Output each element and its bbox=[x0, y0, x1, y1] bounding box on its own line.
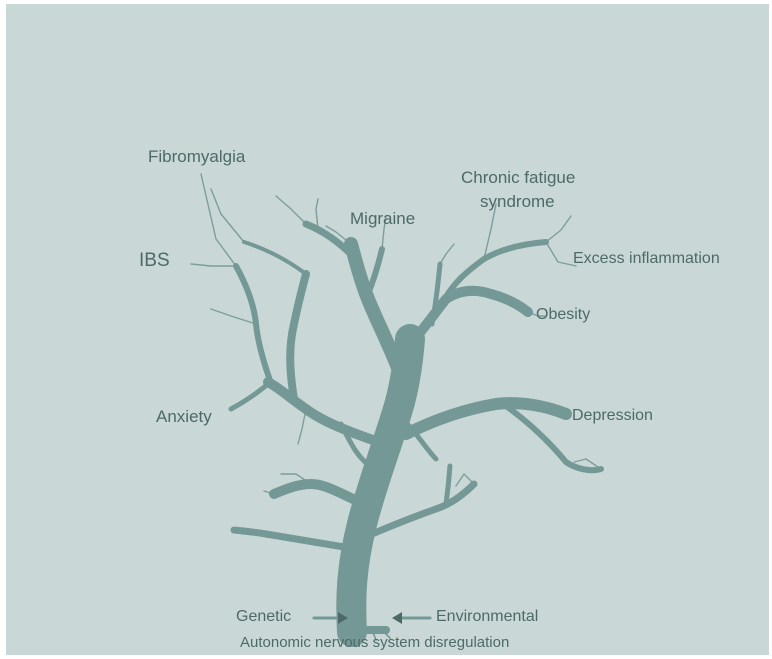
label-fibromyalgia: Fibromyalgia bbox=[148, 147, 245, 167]
branch-lower-left-2 bbox=[234, 530, 356, 549]
branch-right bbox=[406, 403, 566, 434]
twig bbox=[211, 309, 256, 324]
label-anxiety: Anxiety bbox=[156, 407, 212, 427]
label-environmental: Environmental bbox=[436, 608, 538, 626]
branch-migraine-right bbox=[368, 249, 382, 294]
label-chronic-fatigue-line2: syndrome bbox=[480, 192, 555, 212]
twig bbox=[546, 216, 571, 242]
label-ibs: IBS bbox=[139, 250, 170, 272]
branch-lower-right bbox=[372, 484, 474, 534]
diagram-canvas: Fibromyalgia Migraine Chronic fatigue sy… bbox=[6, 4, 769, 655]
twig bbox=[546, 242, 576, 266]
branch-left-up bbox=[236, 266, 272, 386]
label-genetic: Genetic bbox=[236, 608, 291, 626]
label-root: Autonomic nervous system disregulation bbox=[240, 634, 509, 651]
twig bbox=[201, 174, 236, 266]
label-excess-inflammation: Excess inflammation bbox=[573, 250, 720, 268]
branch-anxiety bbox=[231, 384, 268, 409]
twig bbox=[316, 199, 318, 229]
branch-upper-right bbox=[410, 291, 528, 344]
label-depression: Depression bbox=[572, 407, 653, 425]
branch-left-mid bbox=[290, 274, 306, 399]
arrow-environmental-head bbox=[392, 612, 402, 624]
twig bbox=[191, 264, 236, 266]
branch-left-upper bbox=[268, 382, 384, 444]
label-chronic-fatigue-line1: Chronic fatigue bbox=[461, 168, 575, 188]
branch-lower-left bbox=[274, 484, 364, 504]
branch-left-top bbox=[244, 242, 306, 274]
label-obesity: Obesity bbox=[536, 306, 590, 324]
branch-lower-right-2 bbox=[446, 466, 450, 504]
tree-illustration bbox=[6, 4, 769, 655]
twig bbox=[440, 244, 454, 264]
twig bbox=[298, 409, 306, 444]
twig bbox=[211, 189, 244, 242]
label-migraine: Migraine bbox=[350, 209, 415, 229]
twig bbox=[276, 196, 306, 224]
